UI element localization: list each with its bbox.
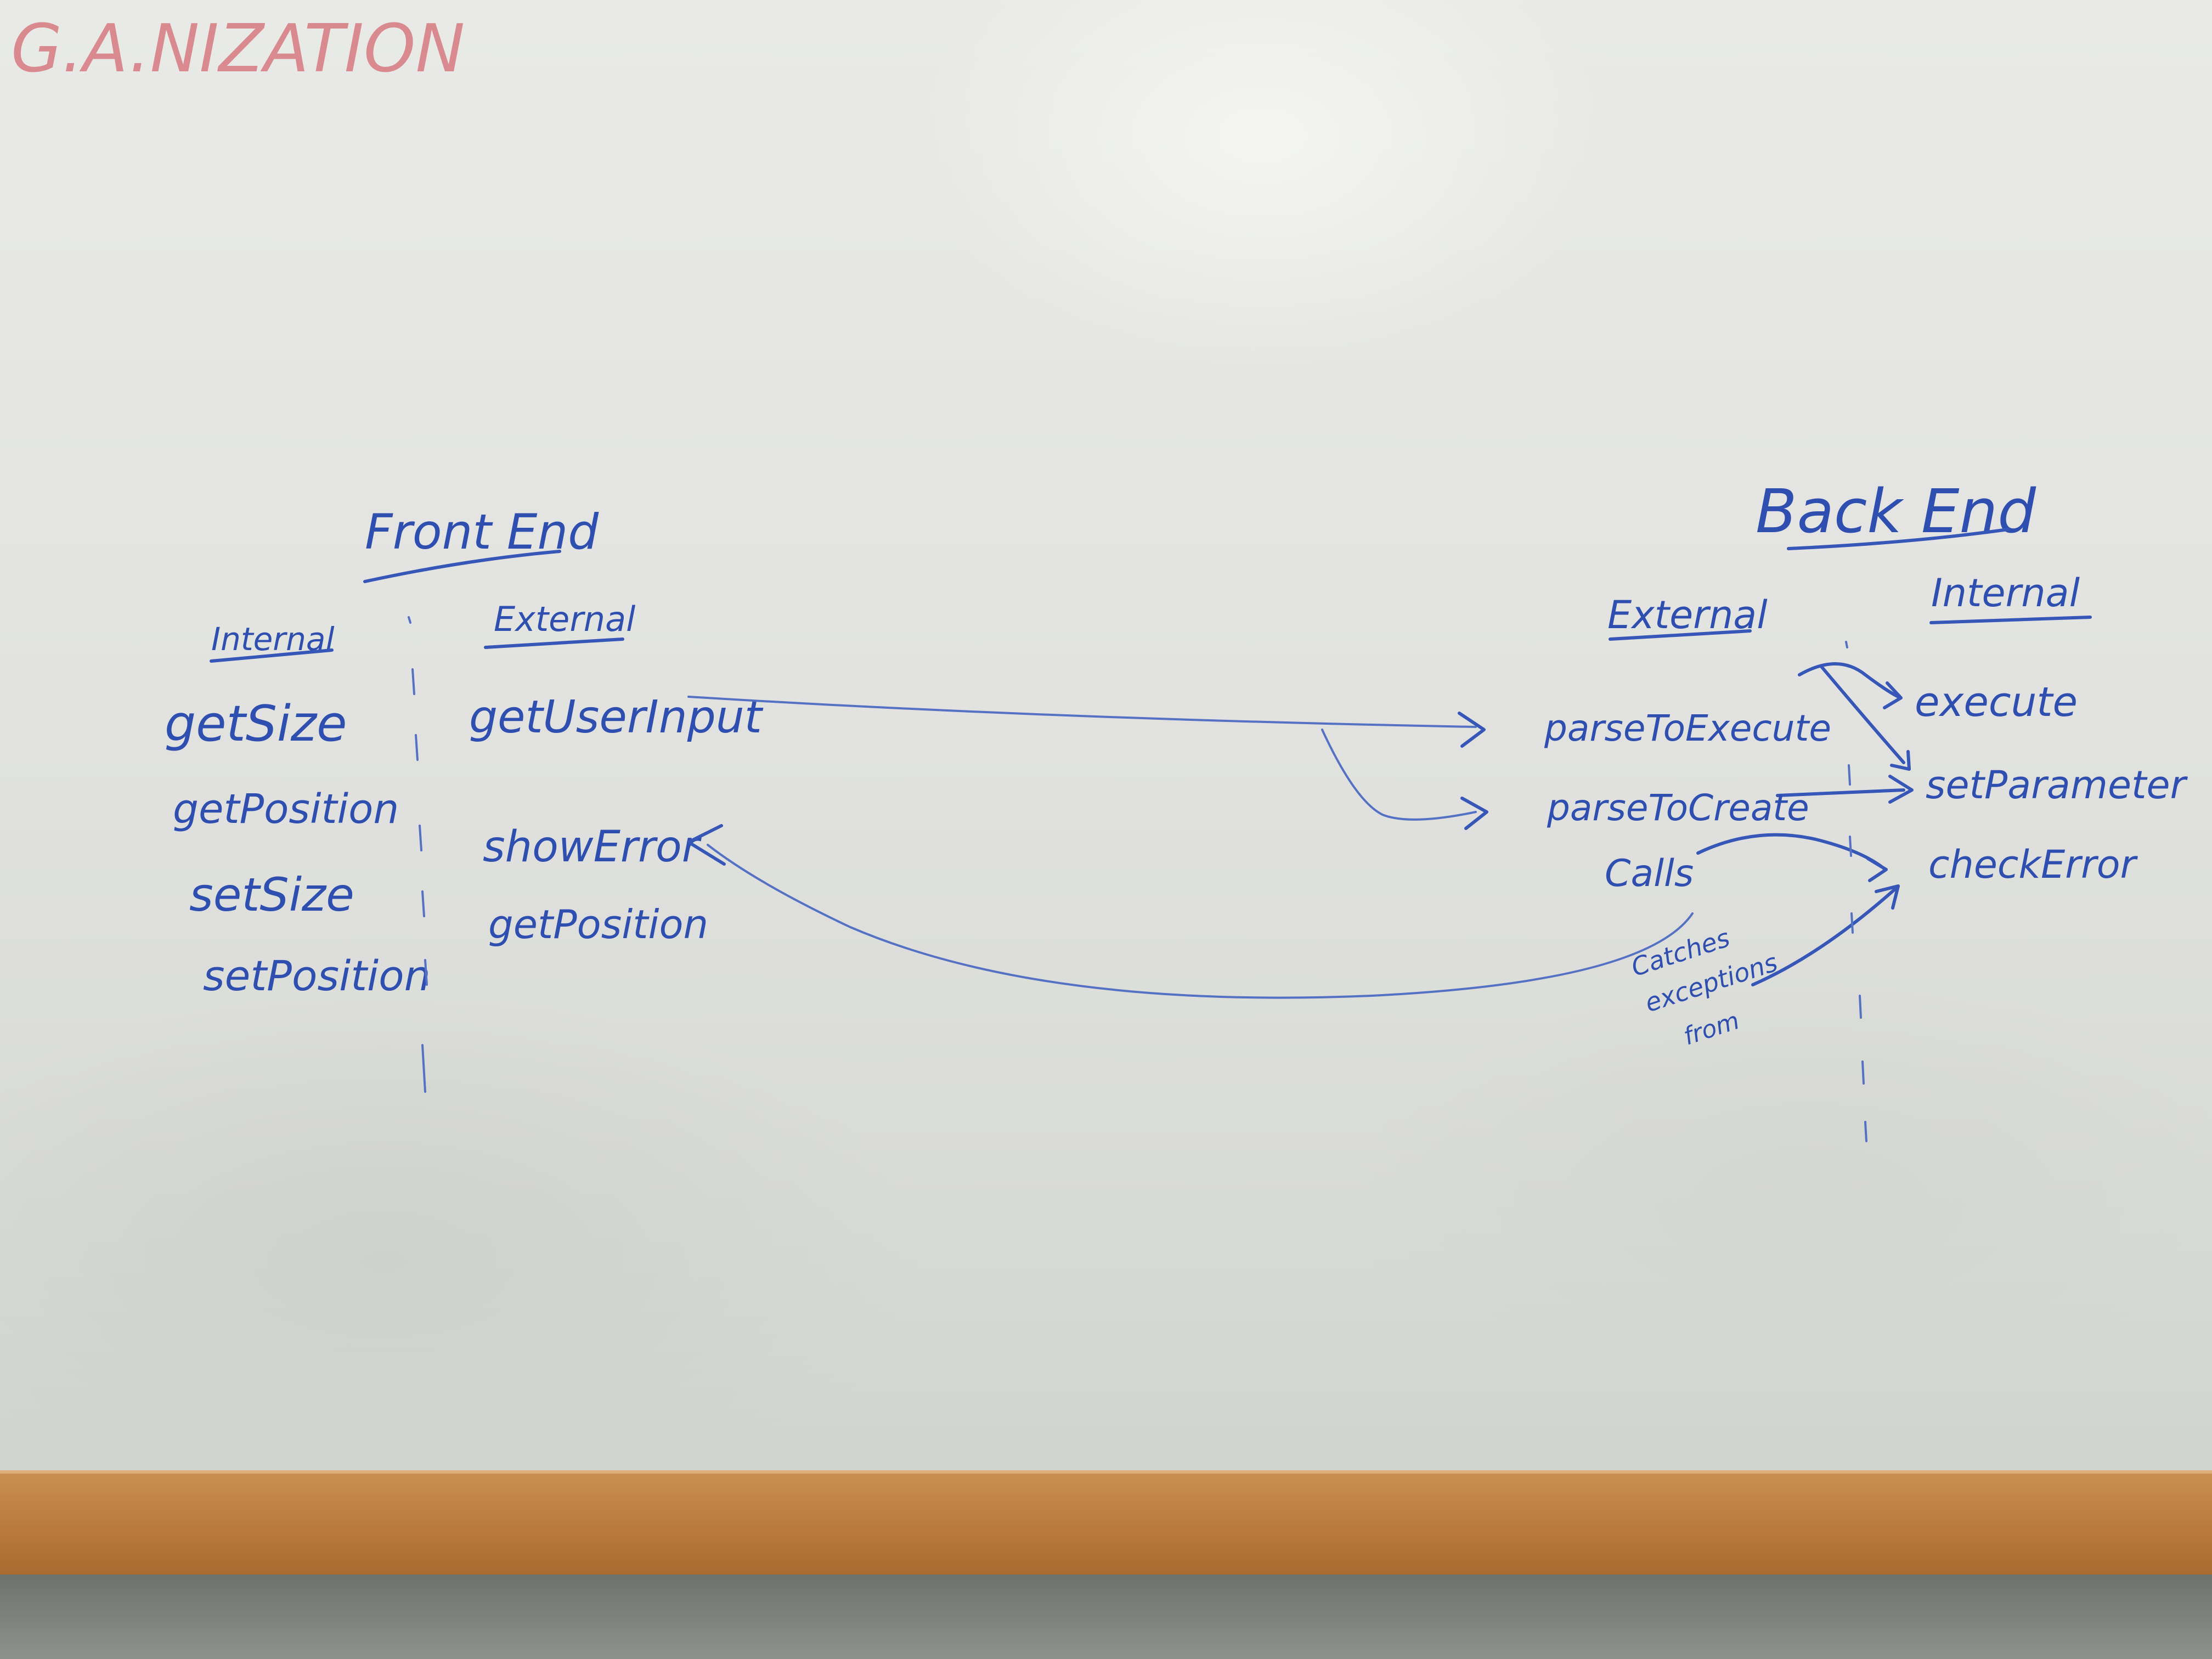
arrowhead: [1888, 775, 1914, 804]
back-end-external-item: parseToExecute: [1544, 707, 1831, 749]
front-end-section: Front End Internal External getSize getP…: [165, 504, 764, 1093]
front-end-external-item: showError: [483, 822, 702, 872]
back-end-external-item: parseToCreate: [1547, 787, 1809, 829]
arrow-catches-to-checkerror: [1751, 887, 1897, 986]
back-end-external-item: Calls: [1605, 852, 1694, 895]
arrow-getuserinput-to-parsetoexecute: [687, 696, 1477, 728]
back-end-internal-underline: [1929, 616, 2092, 624]
front-end-internal-item: getSize: [165, 695, 347, 753]
arrow-parsetoexecute-to-execute: [1798, 662, 1900, 698]
front-end-external-heading: External: [494, 599, 635, 639]
arrowhead: [1883, 681, 1903, 709]
front-end-internal-underline: [210, 648, 334, 663]
arrowhead: [1890, 750, 1911, 771]
back-end-title: Back End: [1756, 476, 2036, 546]
back-end-internal-item: checkError: [1928, 842, 2138, 887]
front-end-external-underline: [484, 637, 624, 649]
back-end-internal-item: execute: [1915, 679, 2078, 726]
back-end-title-underline: [1787, 528, 2010, 550]
arrowhead: [687, 824, 726, 866]
front-end-internal-item: setSize: [189, 868, 354, 922]
back-end-section: Back End External Internal parseToExecut…: [1544, 476, 2188, 1142]
front-end-internal-item: getPosition: [173, 786, 399, 833]
arrowhead: [1875, 884, 1900, 910]
front-end-divider: [408, 616, 428, 1093]
back-end-internal-heading: Internal: [1931, 571, 2080, 616]
front-end-external-item: getPosition: [488, 901, 708, 947]
whiteboard-surface: [0, 0, 2212, 1525]
connector-arrows: [687, 662, 1914, 999]
front-end-internal-item: setPosition: [203, 951, 431, 1000]
back-end-note-line: from: [1680, 1007, 1743, 1051]
arrow-calls-to-showerror: [707, 844, 1694, 999]
arrowhead: [1460, 797, 1488, 830]
back-end-divider: [1845, 641, 1867, 1142]
front-end-title: Front End: [365, 504, 599, 560]
front-end-external-item: getUserInput: [469, 691, 764, 743]
arrow-parsetocreate-to-setparameter: [1776, 788, 1905, 797]
wall-below-board: [0, 1575, 2212, 1659]
front-end-title-underline: [363, 550, 561, 583]
marker-tray: [0, 1470, 2212, 1578]
back-end-internal-item: setParameter: [1926, 763, 2188, 808]
arrow-branch-to-parsetocreate: [1321, 729, 1477, 821]
arrowhead: [1458, 712, 1486, 748]
residual-text: G.A.NIZATION: [11, 11, 465, 87]
arrowhead: [1866, 857, 1888, 882]
back-end-external-underline: [1609, 629, 1752, 641]
arrow-parsetoexecute-to-setparameter: [1820, 665, 1905, 764]
arrow-calls-to-checkerror: [1696, 833, 1883, 868]
